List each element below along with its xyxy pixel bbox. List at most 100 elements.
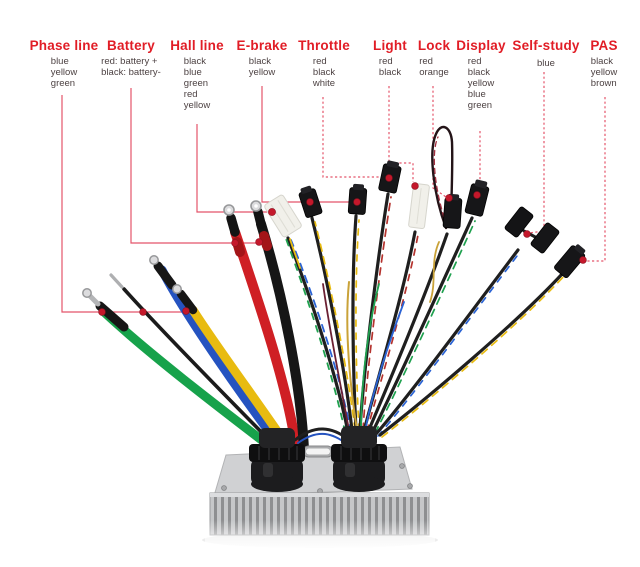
cable-gland-left bbox=[249, 428, 305, 492]
hall-strand-yellow bbox=[289, 238, 301, 269]
marker-dot-light bbox=[411, 182, 419, 190]
photo-fade bbox=[205, 520, 435, 550]
marker-dot-battery-1 bbox=[231, 239, 239, 247]
phase-wire-thin-black bbox=[122, 287, 279, 450]
self-study-connector-mate bbox=[530, 222, 560, 254]
label-title: Phase line bbox=[29, 38, 99, 53]
wire-tip bbox=[176, 289, 198, 315]
ring-hole bbox=[227, 208, 231, 212]
wire-tip bbox=[253, 207, 266, 229]
phase-wires bbox=[82, 255, 295, 455]
label-battery: Battery red: battery + black: battery- bbox=[101, 38, 161, 80]
label-hall-line: Hall line black blue green red yellow bbox=[170, 38, 224, 113]
label-title: Self-study bbox=[512, 38, 580, 53]
label-light: Light red black bbox=[373, 38, 407, 80]
label-wire-colors: blue yellow green bbox=[50, 56, 78, 89]
filler-strand bbox=[322, 283, 350, 431]
label-wire-colors: blue bbox=[537, 58, 555, 69]
leader-hall-line bbox=[196, 124, 267, 213]
leader-throttle bbox=[322, 97, 380, 178]
label-title: Battery bbox=[107, 38, 155, 53]
hall-strand-green bbox=[284, 235, 346, 433]
ring-hole bbox=[254, 204, 258, 208]
self-study-connector bbox=[504, 206, 534, 238]
label-wire-colors: red orange bbox=[419, 56, 449, 78]
cable-gland-right bbox=[331, 426, 387, 492]
leader-lock bbox=[432, 86, 447, 198]
marker-dot-phase-3 bbox=[182, 307, 190, 315]
terminal-stem bbox=[87, 293, 101, 307]
label-title: Throttle bbox=[298, 38, 350, 53]
label-title: Hall line bbox=[170, 38, 224, 53]
ebrake-cable-2 bbox=[351, 214, 358, 432]
marker-dot-lock bbox=[445, 194, 453, 202]
controller-unit bbox=[202, 426, 438, 550]
marker-dot-hall bbox=[268, 208, 276, 216]
marker-dot-ebrake-1 bbox=[306, 198, 314, 206]
marker-dot-pas bbox=[579, 256, 587, 264]
pas-cable bbox=[378, 271, 565, 437]
heatsink-top-edge bbox=[210, 493, 429, 497]
label-lock: Lock red orange bbox=[418, 38, 450, 80]
battery-wire-red bbox=[230, 227, 301, 454]
wire-tip bbox=[95, 301, 129, 332]
battery-wires bbox=[223, 200, 309, 455]
bracket-screws bbox=[221, 463, 413, 494]
label-display: Display red black yellow blue green bbox=[456, 38, 505, 113]
marker-dots bbox=[98, 174, 587, 316]
leader-battery bbox=[130, 88, 258, 244]
label-wire-colors: red black yellow blue green bbox=[467, 56, 495, 111]
ebrake2-strand-yellow bbox=[355, 219, 360, 431]
marker-dot-ebrake-2 bbox=[353, 198, 361, 206]
light-connector bbox=[408, 182, 430, 230]
wire-tip bbox=[153, 261, 177, 290]
marker-dot-phase-2 bbox=[139, 308, 147, 316]
throttle-strand-red bbox=[362, 196, 392, 431]
leader-pas bbox=[586, 97, 606, 262]
hall-cable bbox=[286, 236, 350, 434]
bracket-slot-hole bbox=[306, 448, 330, 455]
marker-dot-self-study bbox=[523, 230, 531, 238]
filler-strand bbox=[346, 281, 358, 431]
marker-dot-throttle bbox=[385, 174, 393, 182]
label-wire-colors: black yellow bbox=[248, 56, 276, 78]
label-title: E-brake bbox=[236, 38, 288, 53]
filler-strand bbox=[429, 241, 440, 303]
marker-dot-phase-1 bbox=[98, 308, 106, 316]
ring-terminal bbox=[82, 288, 92, 298]
leader-e-brake bbox=[261, 86, 353, 203]
display-strand-green bbox=[374, 220, 476, 434]
light-strand-red bbox=[366, 234, 419, 432]
wire-tip bbox=[226, 213, 240, 237]
ebrake-cable-1 bbox=[310, 216, 354, 432]
phase-wire-green bbox=[99, 307, 277, 453]
label-wire-colors: red black bbox=[378, 56, 402, 78]
label-title: Display bbox=[456, 38, 506, 53]
label-self-study: Self-study blue bbox=[512, 38, 579, 71]
signal-cables bbox=[284, 125, 566, 444]
ebrake1-strand-yellow bbox=[314, 221, 356, 431]
leader-light bbox=[388, 86, 414, 182]
annotation-labels: Phase line blue yellow green Battery red… bbox=[0, 0, 640, 140]
filler-strand bbox=[364, 301, 405, 433]
pas-connector bbox=[554, 244, 586, 279]
label-wire-colors: red: battery + black: battery- bbox=[101, 56, 161, 78]
ring-terminal bbox=[149, 255, 159, 265]
spade-terminal bbox=[109, 273, 124, 289]
marker-dot-battery-2 bbox=[255, 238, 263, 246]
label-phase-line: Phase line blue yellow green bbox=[30, 38, 99, 91]
label-wire-colors: black yellow brown bbox=[590, 56, 618, 89]
label-title: Lock bbox=[417, 38, 451, 53]
marker-dot-display bbox=[473, 191, 481, 199]
label-throttle: Throttle red black white bbox=[298, 38, 350, 91]
label-pas: PAS black yellow brown bbox=[590, 38, 617, 91]
label-e-brake: E-brake black yellow bbox=[237, 38, 288, 80]
cross-wire-blue bbox=[297, 432, 345, 444]
pas-strand-yellow bbox=[381, 274, 566, 438]
label-title: Light bbox=[373, 38, 407, 53]
filler-strand bbox=[360, 283, 380, 432]
lock-loop bbox=[431, 125, 454, 230]
ring-terminal bbox=[172, 284, 182, 294]
